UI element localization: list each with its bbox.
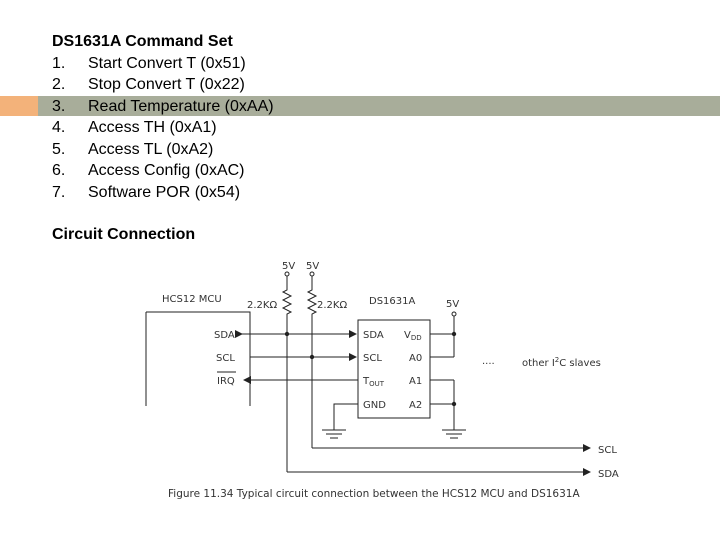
chip-box [357, 319, 431, 419]
item-text: Software POR (0x54) [88, 183, 241, 201]
gnd-left [333, 403, 358, 430]
mcu-pin-irq: IRQ [217, 376, 235, 387]
figure-caption: Figure 11.34 Typical circuit connection … [168, 488, 580, 500]
chip-pin-gnd: GND [363, 400, 386, 411]
other-slaves-label: other I2C slaves [522, 356, 601, 369]
list-item: 3. Read Temperature (0xAA) [52, 96, 274, 118]
list-item: 6. Access Config (0xAC) [52, 160, 274, 182]
chip-pin-a0: A0 [409, 353, 422, 364]
accent-box [0, 96, 38, 116]
mcu-label: HCS12 MCU [162, 294, 222, 305]
chip-pin-sda: SDA [363, 330, 384, 341]
chip-pin-vdd: VDD [404, 330, 422, 342]
item-number: 1. [52, 54, 66, 72]
item-text: Read Temperature (0xAA) [88, 97, 274, 115]
list-item: 1. Start Convert T (0x51) [52, 53, 274, 75]
item-number: 4. [52, 119, 66, 136]
command-set-title: DS1631A Command Set [52, 33, 233, 50]
chip-label: DS1631A [369, 296, 415, 307]
mcu-pin-sda: SDA [214, 330, 235, 341]
list-item: 2. Stop Convert T (0x22) [52, 74, 274, 96]
item-text: Stop Convert T (0x22) [88, 76, 245, 93]
resistor-2 [306, 274, 318, 357]
item-text: Access TL (0xA2) [88, 140, 214, 158]
item-number: 7. [52, 183, 66, 201]
item-number: 6. [52, 162, 66, 179]
section-title: Circuit Connection [52, 226, 196, 243]
vcc1-label: 5V [282, 261, 295, 272]
bus-sda-label: SDA [598, 469, 619, 480]
chip-pin-tout: TOUT [362, 376, 385, 388]
item-number: 5. [52, 140, 66, 158]
item-text: Access TH (0xA1) [88, 119, 217, 136]
chip-pin-scl: SCL [363, 353, 382, 364]
item-text: Start Convert T (0x51) [88, 54, 246, 72]
mcu-pin-scl: SCL [216, 353, 235, 364]
bus-scl-label: SCL [598, 445, 617, 456]
chip-pin-a1: A1 [409, 376, 422, 387]
list-item: 4. Access TH (0xA1) [52, 117, 274, 139]
command-set: DS1631A Command Set 1. Start Convert T (0… [52, 31, 274, 203]
list-item: 5. Access TL (0xA2) [52, 139, 274, 161]
mcu-box [145, 311, 251, 406]
command-list: 1. Start Convert T (0x51) 2. Stop Convert … [52, 53, 274, 204]
resistor-1-label: 2.2KΩ [247, 300, 277, 311]
item-number: 3. [52, 97, 66, 115]
item-text: Access Config (0xAC) [88, 162, 245, 179]
list-item: 7. Software POR (0x54) [52, 182, 274, 204]
resistor-1 [281, 274, 293, 334]
vdd-supply-label: 5V [446, 299, 459, 310]
chip-pin-a2: A2 [409, 400, 422, 411]
highlight-bar [0, 96, 720, 116]
resistor-2-label: 2.2KΩ [317, 300, 347, 311]
vcc2-label: 5V [306, 261, 319, 272]
item-number: 2. [52, 76, 66, 93]
continuation-dots: .... [482, 356, 495, 367]
